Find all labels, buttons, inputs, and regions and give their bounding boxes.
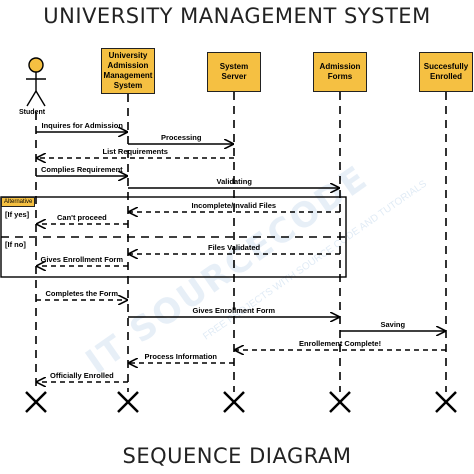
message-label: Saving: [380, 320, 406, 329]
message-label: Processing: [161, 133, 202, 142]
destroy-mark-enrolled: [435, 391, 457, 413]
destroy-mark-univ: [117, 391, 139, 413]
lifeline-box-system-server: System Server: [207, 52, 261, 92]
destroy-mark-server: [223, 391, 245, 413]
fragment-guard-no: [If no]: [5, 240, 26, 249]
message-label: Enrollement Complete!: [299, 339, 382, 348]
fragment-tag: Alternative: [1, 197, 36, 207]
destroy-mark-forms: [329, 391, 351, 413]
message-label: Inquires for Admission: [41, 121, 123, 130]
message-label: Files Validated: [208, 243, 261, 252]
message-label: Complies Requirement: [41, 165, 123, 174]
lifeline-box-university-system: University Admission Management System: [101, 48, 155, 94]
message-label: Officially Enrolled: [50, 371, 114, 380]
message-label: Gives Enrollment Form: [192, 306, 276, 315]
message-label: Validating: [216, 177, 252, 186]
message-label: Completes the Form: [45, 289, 119, 298]
message-label: Can't proceed: [57, 213, 107, 222]
message-label: Gives Enrollment Form: [40, 255, 124, 264]
destroy-mark-student: [25, 391, 47, 413]
lifeline-box-admission-forms: Admission Forms: [313, 52, 367, 92]
message-label: Incomplete/Invalid Files: [191, 201, 277, 210]
diagram-footer-title: SEQUENCE DIAGRAM: [122, 444, 352, 468]
diagram-title: UNIVERSITY MANAGEMENT SYSTEM: [43, 4, 431, 28]
lifeline-box-successfully-enrolled: Succesfully Enrolled: [419, 52, 473, 92]
message-label: Process Information: [144, 352, 218, 361]
actor-label: Student: [19, 109, 46, 116]
fragment-guard-yes: [If yes]: [5, 210, 30, 219]
student-actor-icon: [26, 57, 46, 107]
message-label: List Requirements: [102, 147, 168, 156]
